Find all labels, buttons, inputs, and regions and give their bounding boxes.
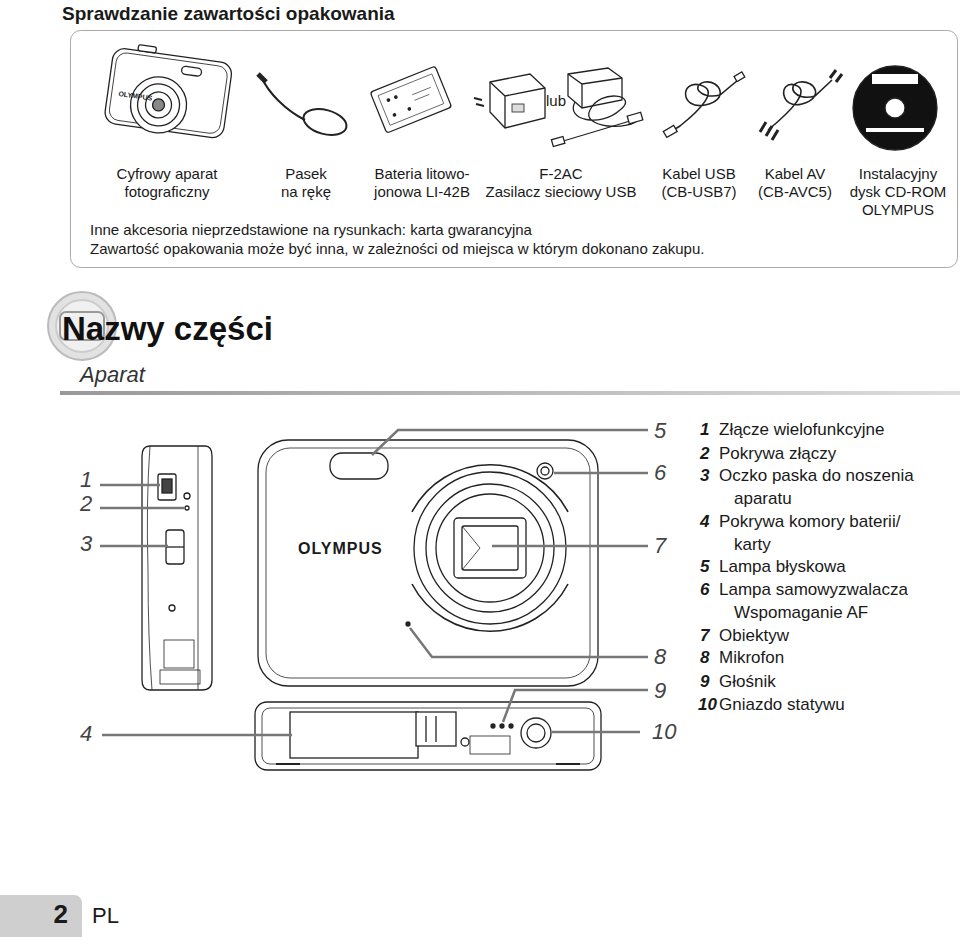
- part-name: Głośnik: [719, 670, 931, 693]
- item-caption: Cyfrowy aparat fotograficzny: [105, 165, 230, 201]
- callout-number: 7: [654, 534, 666, 558]
- language-code: PL: [92, 903, 119, 929]
- page-tab: 2: [0, 895, 82, 937]
- part-name: Złącze wielofunkcyjne: [719, 418, 931, 441]
- item-caption: Pasek na rękę: [277, 165, 335, 201]
- subsection-title: Aparat: [80, 362, 145, 388]
- part-name: Gniazdo statywu: [719, 693, 931, 716]
- contents-panel: Sprawdzanie zawartości opakowanialubCyfr…: [70, 30, 958, 268]
- list-number: 10: [698, 693, 717, 716]
- item-caption: Instalacyjny dysk CD-ROM OLYMPUS: [844, 165, 952, 219]
- list-number: 5: [700, 555, 709, 578]
- callout-number: 1: [80, 468, 92, 492]
- section-title: Nazwy części: [62, 310, 273, 348]
- part-name: Pokrywa komory baterii/ karty: [719, 510, 931, 556]
- brand-logo: OLYMPUS: [118, 90, 153, 102]
- callout-number: 6: [654, 461, 666, 485]
- list-number: 1: [700, 418, 709, 441]
- note-text: Zawartość opakowania może być inna, w za…: [90, 240, 704, 258]
- brand-logo: OLYMPUS: [298, 540, 383, 558]
- callout-number: 4: [80, 722, 92, 746]
- item-caption: Kabel USB (CB-USB7): [655, 165, 743, 201]
- part-name: Mikrofon: [719, 646, 931, 669]
- callout-number: 10: [652, 720, 676, 744]
- list-number: 6: [700, 578, 709, 601]
- item-caption: Bateria litowo-jonowa LI-42B: [362, 165, 482, 201]
- list-number: 2: [700, 442, 709, 465]
- list-number: 8: [700, 646, 709, 669]
- callout-number: 8: [654, 645, 666, 669]
- callout-number: 9: [654, 679, 666, 703]
- part-name: Lampa samowyzwalacza Wspomaganie AF: [719, 578, 931, 624]
- item-caption: Kabel AV (CB-AVC5): [754, 165, 836, 201]
- list-number: 4: [700, 510, 709, 533]
- part-name: Oczko paska do noszenia aparatu: [719, 464, 931, 510]
- part-name: Obiektyw: [719, 624, 931, 647]
- item-caption: Zasilacz sieciowy USB: [461, 183, 661, 201]
- callout-number: 3: [80, 532, 92, 556]
- or-label: lub: [546, 92, 566, 109]
- list-number: 3: [700, 464, 709, 487]
- section-heading: Sprawdzanie zawartości opakowania: [62, 3, 395, 25]
- callout-number: 2: [80, 492, 92, 516]
- list-number: 7: [700, 624, 709, 647]
- part-name: Lampa błyskowa: [719, 555, 931, 578]
- part-name: Pokrywa złączy: [719, 442, 931, 465]
- note-text: Inne akcesoria nieprzedstawione na rysun…: [90, 221, 532, 239]
- item-caption: F-2AC: [461, 165, 661, 183]
- page-number: 2: [54, 899, 68, 930]
- callout-number: 5: [654, 419, 666, 443]
- list-number: 9: [700, 670, 709, 693]
